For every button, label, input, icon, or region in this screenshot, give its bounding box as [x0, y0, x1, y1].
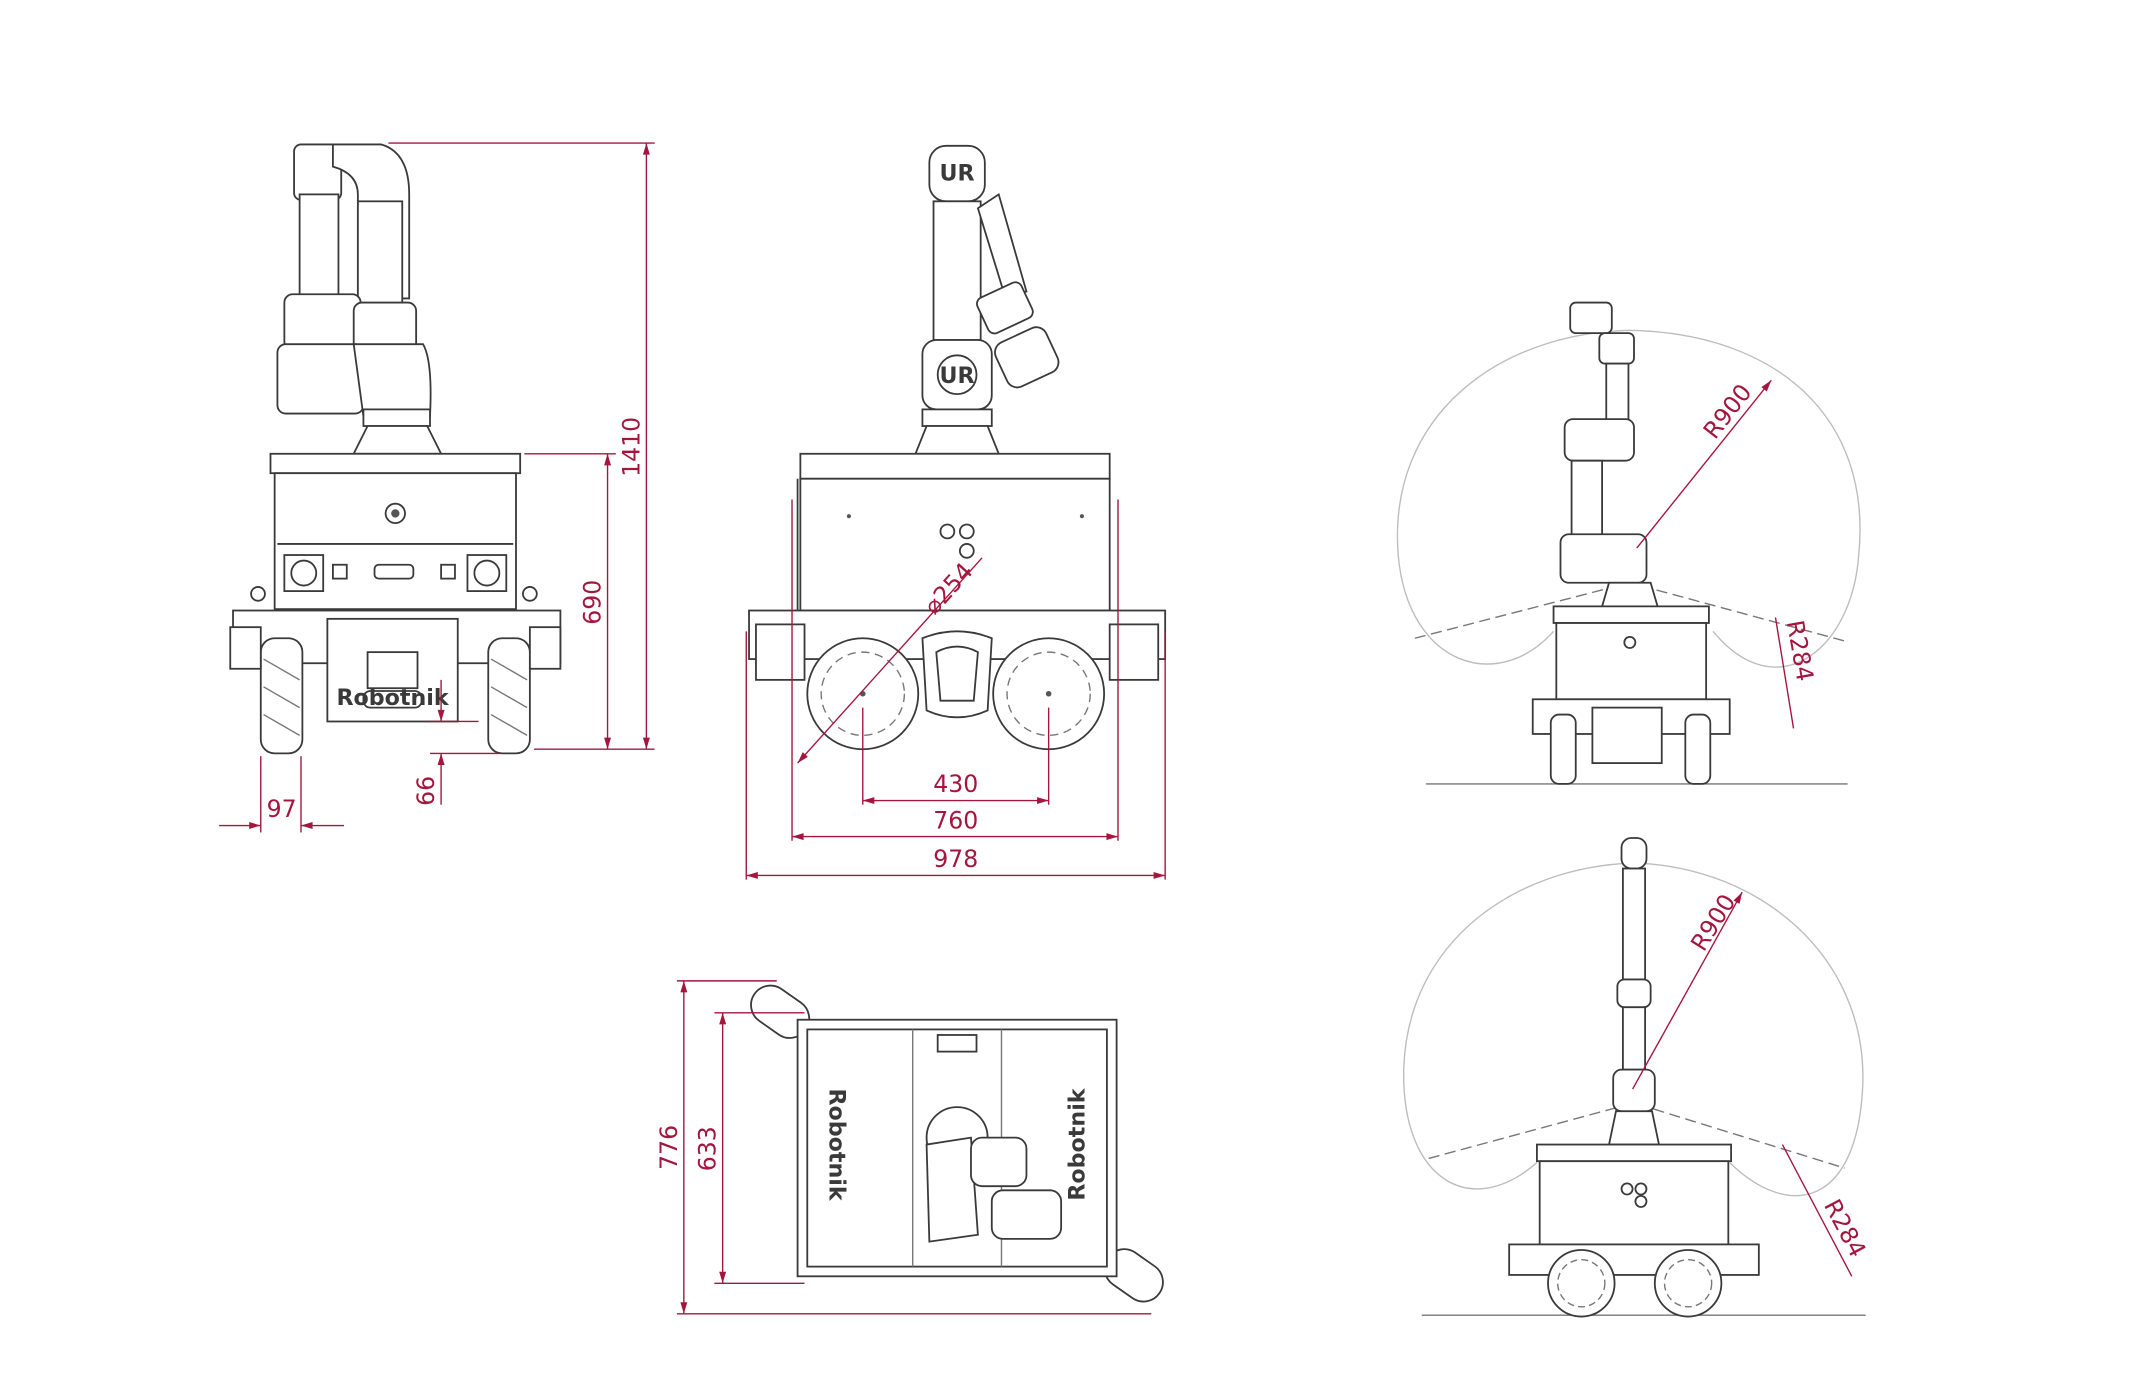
- dim-ground-clearance: 66: [412, 776, 440, 806]
- robotnik-logo-top-left: Robotnik: [823, 1088, 849, 1201]
- side-dimensions: 1410 690 97 66: [219, 142, 655, 833]
- side-view: Robotnik 1410 690 97 66: [219, 142, 655, 833]
- ur-logo-top: UR: [940, 161, 975, 187]
- dim-track-width: 760: [933, 806, 978, 834]
- ur-logo-base: UR: [940, 363, 975, 389]
- dim-overall-width: 978: [933, 845, 978, 873]
- robot-arm-front: UR UR: [914, 144, 1060, 455]
- top-view: Robotnik Robotnik 776 633: [655, 980, 1164, 1315]
- robot-arm-side: [276, 143, 443, 455]
- dim-height-total: 1410: [617, 417, 645, 477]
- robotnik-logo-side: Robotnik: [336, 685, 449, 711]
- reach-view-side: R900 R284: [1396, 301, 1861, 785]
- dim-overall-length: 776: [655, 1125, 683, 1170]
- robotnik-logo-top-right: Robotnik: [1065, 1087, 1091, 1200]
- dim-wheel-offset: 97: [267, 795, 297, 823]
- robot-base-front: [748, 452, 1167, 751]
- top-dimensions: 776 633: [655, 980, 1152, 1315]
- dim-wheel-spacing: 430: [933, 770, 978, 798]
- dim-arm-reach-front: R900: [1685, 889, 1741, 956]
- dim-height-base: 690: [579, 580, 607, 625]
- robot-base-side: Robotnik: [229, 452, 562, 755]
- front-view: UR UR ⌀: [745, 144, 1167, 880]
- dim-base-length: 633: [694, 1126, 722, 1171]
- dim-base-radius-side: R284: [1781, 618, 1819, 683]
- reach-view-front: R900 R284: [1403, 837, 1872, 1318]
